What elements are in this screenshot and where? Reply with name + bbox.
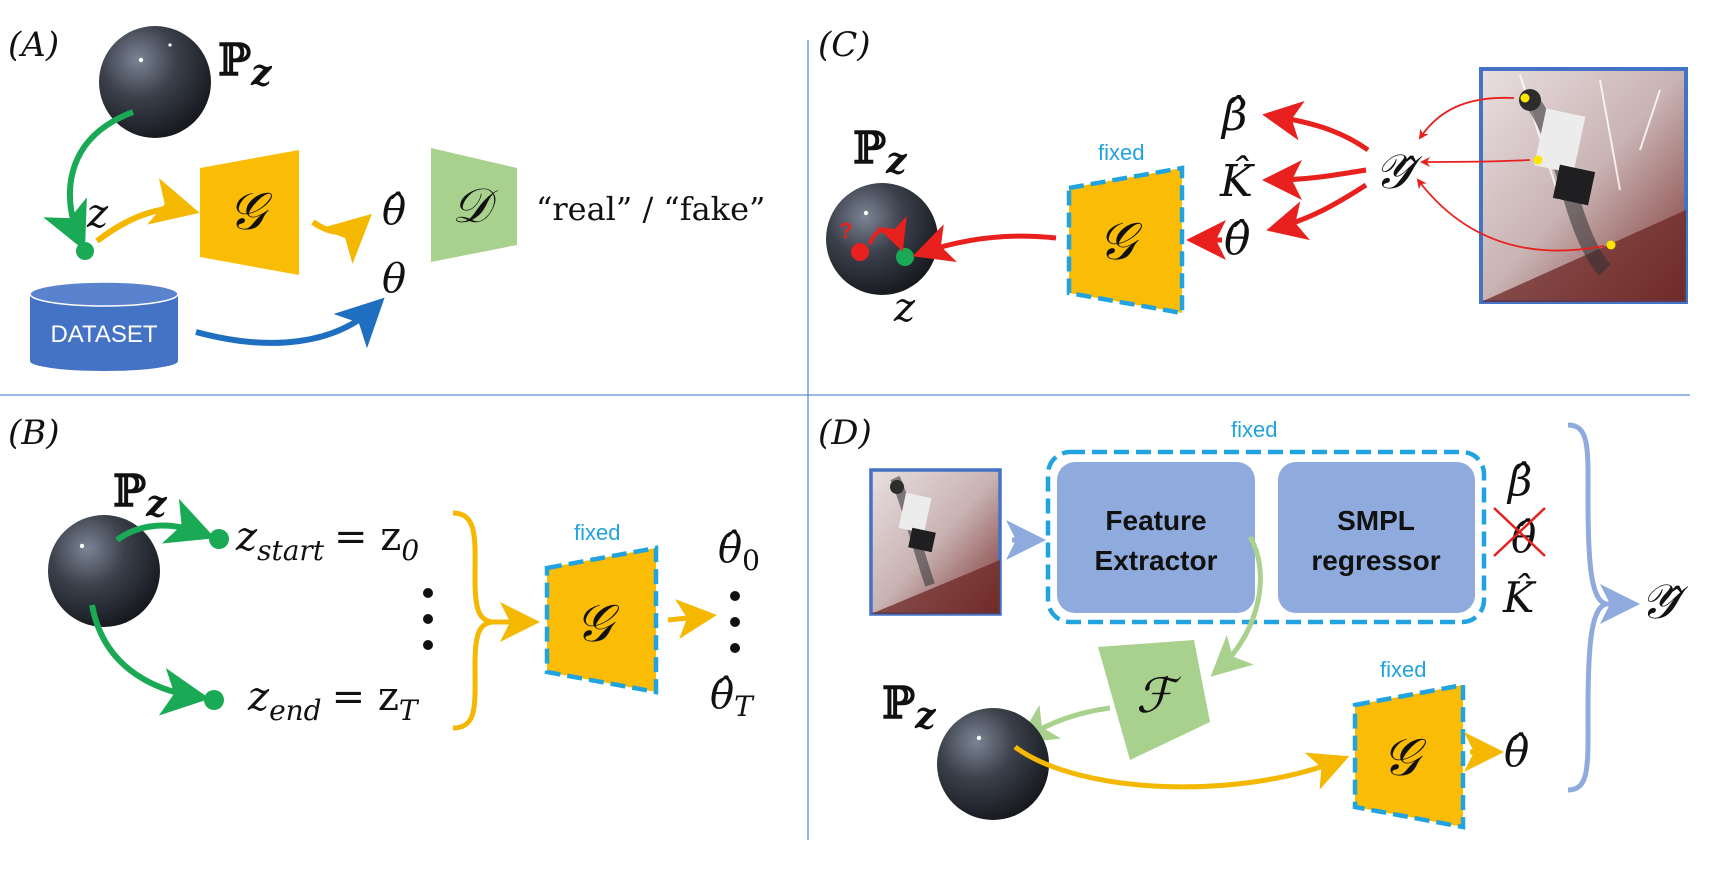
keypoint-arrow-hand bbox=[1420, 156, 1531, 167]
prior-label: ℙz bbox=[882, 678, 937, 737]
frozen-backbone-border bbox=[1045, 449, 1487, 625]
generator-block bbox=[1066, 165, 1185, 316]
fixed-label-bottom: fixed bbox=[1380, 657, 1426, 682]
dataset-to-theta-arrow bbox=[195, 297, 385, 349]
svg-text:DATASET: DATASET bbox=[50, 321, 157, 348]
generator-block bbox=[544, 545, 659, 695]
y-to-k-arrow bbox=[1262, 159, 1367, 200]
prior-label: ℙz bbox=[218, 35, 273, 94]
keypoint-arrow-foot bbox=[1416, 178, 1605, 252]
panel-b-label: (B) bbox=[8, 413, 60, 453]
z-label: z bbox=[893, 285, 916, 331]
theta-t-label: θ̂T bbox=[710, 672, 755, 723]
y-to-beta-arrow bbox=[1262, 100, 1370, 153]
latent-point bbox=[76, 242, 94, 260]
prior-to-generator-arrow bbox=[1013, 744, 1350, 790]
dataset-cylinder: DATASET bbox=[29, 281, 179, 371]
mapper-block bbox=[1098, 640, 1210, 760]
real-fake-label: “real” / “fake” bbox=[536, 190, 765, 228]
theta-hat-label: θ̂ bbox=[1224, 214, 1251, 265]
z-to-generator-arrow bbox=[95, 178, 200, 244]
end-sample-arrow bbox=[89, 604, 210, 716]
cross-stroke-2 bbox=[1493, 507, 1546, 557]
prior-sphere bbox=[99, 26, 211, 138]
panel-d-label: (D) bbox=[818, 413, 872, 453]
prior-label: ℙz bbox=[113, 466, 168, 525]
panel-b: (B) ℙz zstart= z0 zend= zT fixed 𝒢 θ̂0 θ… bbox=[8, 413, 760, 731]
smpl-regressor-box bbox=[1278, 462, 1475, 613]
input-brace bbox=[452, 510, 493, 731]
current-latent-point bbox=[851, 243, 869, 261]
theta-label: θ bbox=[382, 256, 406, 302]
z-end-point bbox=[204, 690, 224, 710]
input-image bbox=[1479, 67, 1688, 304]
start-sample-arrow bbox=[115, 498, 216, 544]
generator-to-latent-arrow bbox=[912, 224, 1057, 263]
generator-to-output-arrow bbox=[667, 599, 717, 639]
beta-hat-label: β̂ bbox=[1220, 90, 1247, 141]
fixed-label: fixed bbox=[1231, 417, 1277, 442]
beta-hat-label: β̂ bbox=[1506, 456, 1532, 505]
target-latent-point bbox=[896, 248, 914, 266]
output-dots bbox=[730, 591, 740, 653]
z-end-label: zend= zT bbox=[247, 674, 420, 727]
discriminator-block bbox=[431, 148, 517, 262]
feature-extractor-label: Feature bbox=[1105, 505, 1206, 536]
k-hat-label: K̂ bbox=[1219, 154, 1255, 207]
panel-d: (D) fixed Feature Extractor SMPL regress… bbox=[818, 413, 1689, 830]
y-hat-label: 𝒴̂ bbox=[1374, 144, 1423, 200]
feature-extractor-box bbox=[1057, 462, 1255, 613]
fixed-label: fixed bbox=[1098, 140, 1144, 165]
z-start-point bbox=[209, 529, 229, 549]
question-mark: ? bbox=[839, 218, 852, 243]
smpl-regressor-label-line2: regressor bbox=[1311, 545, 1440, 576]
prior-sphere bbox=[937, 708, 1049, 820]
theta-hat-label: θ̂ bbox=[382, 188, 406, 234]
prior-sphere bbox=[48, 515, 160, 627]
generator-block bbox=[1352, 682, 1466, 830]
input-image bbox=[869, 468, 1002, 616]
prior-label: ℙz bbox=[853, 123, 908, 182]
feature-extractor-label-line2: Extractor bbox=[1095, 545, 1218, 576]
panel-c-label: (C) bbox=[818, 25, 871, 65]
generator-to-theta-arrow bbox=[311, 213, 372, 264]
fixed-label: fixed bbox=[574, 520, 620, 545]
smpl-regressor-label: SMPL bbox=[1337, 505, 1415, 536]
panel-c: (C) ℙz ? z fixed 𝒢 β̂ K̂ θ̂ 𝒴̂ bbox=[818, 25, 1688, 331]
panel-a-label: (A) bbox=[8, 25, 59, 65]
z-label: z bbox=[86, 191, 109, 237]
y-to-theta-arrow bbox=[1266, 182, 1368, 241]
z-start-label: zstart= z0 bbox=[235, 514, 419, 567]
extractor-to-mapper-arrow bbox=[1210, 535, 1263, 677]
theta-0-label: θ̂0 bbox=[718, 526, 760, 577]
vertical-dots bbox=[423, 588, 433, 650]
sample-arrow bbox=[43, 109, 135, 251]
theta-hat-label: θ̂ bbox=[1504, 727, 1529, 776]
keypoint-arrow-head bbox=[1418, 96, 1515, 140]
y-hat-label: 𝒴̂ bbox=[1640, 574, 1689, 630]
latent-update-arrow bbox=[868, 215, 907, 252]
k-hat-label: K̂ bbox=[1502, 571, 1537, 622]
generator-block bbox=[200, 150, 299, 275]
output-brace bbox=[1567, 422, 1616, 793]
panel-a: (A) ℙz z 𝒢 θ̂ θ 𝒟 “real” / “fake” DATASE… bbox=[8, 25, 765, 371]
